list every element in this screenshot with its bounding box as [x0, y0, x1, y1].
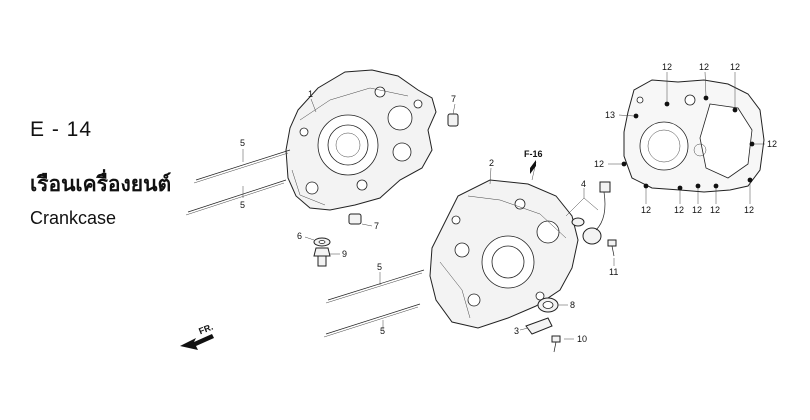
- figure-reference-label: F-16: [524, 149, 543, 159]
- dowel-pin-lower[interactable]: [348, 213, 362, 225]
- switch-bolt[interactable]: [607, 239, 617, 257]
- callout-12-a: 12: [662, 62, 672, 72]
- figure-reference-arrow: [530, 160, 536, 174]
- title-thai: เรือนเครื่องยนต์: [30, 172, 172, 196]
- callout-12-e: 12: [594, 159, 604, 169]
- neutral-switch-assy[interactable]: [571, 181, 611, 245]
- callout-9: 9: [342, 249, 347, 259]
- dowel-pin-upper[interactable]: [447, 113, 459, 127]
- callout-12-i: 12: [710, 205, 720, 215]
- callout-2: 2: [489, 158, 494, 168]
- left-crankcase[interactable]: [285, 69, 437, 211]
- drain-bolt[interactable]: [313, 247, 331, 267]
- callout-7-b: 7: [374, 221, 379, 231]
- callout-5-a: 5: [240, 138, 245, 148]
- front-arrow-icon: [180, 334, 214, 350]
- callout-6: 6: [297, 231, 302, 241]
- sealing-washer[interactable]: [313, 237, 331, 247]
- section-code: E - 14: [30, 118, 93, 141]
- callout-5-d: 5: [380, 326, 385, 336]
- stud-bolt-upper-2[interactable]: [185, 179, 287, 216]
- callout-7-a: 7: [451, 94, 456, 104]
- callout-8: 8: [570, 300, 575, 310]
- callout-12-c: 12: [730, 62, 740, 72]
- callout-12-f: 12: [641, 205, 651, 215]
- stud-bolt-lower-2[interactable]: [323, 303, 421, 338]
- stud-bolt-upper-1[interactable]: [193, 149, 291, 184]
- plate-bolt[interactable]: [551, 335, 561, 353]
- callout-5-c: 5: [377, 262, 382, 272]
- title-english: Crankcase: [30, 208, 117, 228]
- callout-10: 10: [577, 334, 587, 344]
- callout-12-b: 12: [699, 62, 709, 72]
- setting-plate[interactable]: [525, 317, 553, 335]
- callout-13: 13: [605, 110, 615, 120]
- stud-bolt-lower-1[interactable]: [325, 269, 425, 304]
- callout-3: 3: [514, 326, 519, 336]
- callout-12-h: 12: [692, 205, 702, 215]
- callout-12-g: 12: [674, 205, 684, 215]
- crankcase-face-view: [623, 79, 765, 193]
- oil-seal[interactable]: [537, 297, 559, 313]
- callout-12-j: 12: [744, 205, 754, 215]
- callout-4: 4: [581, 179, 586, 189]
- callout-12-d: 12: [767, 139, 777, 149]
- callout-1: 1: [308, 89, 313, 99]
- callout-11: 11: [609, 267, 618, 277]
- leader-lines: [242, 71, 765, 340]
- right-crankcase[interactable]: [429, 179, 579, 329]
- face-bolt-holes: [621, 95, 755, 191]
- callout-labels: 1 2 3 4 5 5 5 5 6 7 7 8 9 10 11 12 12 12…: [197, 62, 777, 344]
- callout-5-b: 5: [240, 200, 245, 210]
- section-header: E - 14: [30, 118, 92, 142]
